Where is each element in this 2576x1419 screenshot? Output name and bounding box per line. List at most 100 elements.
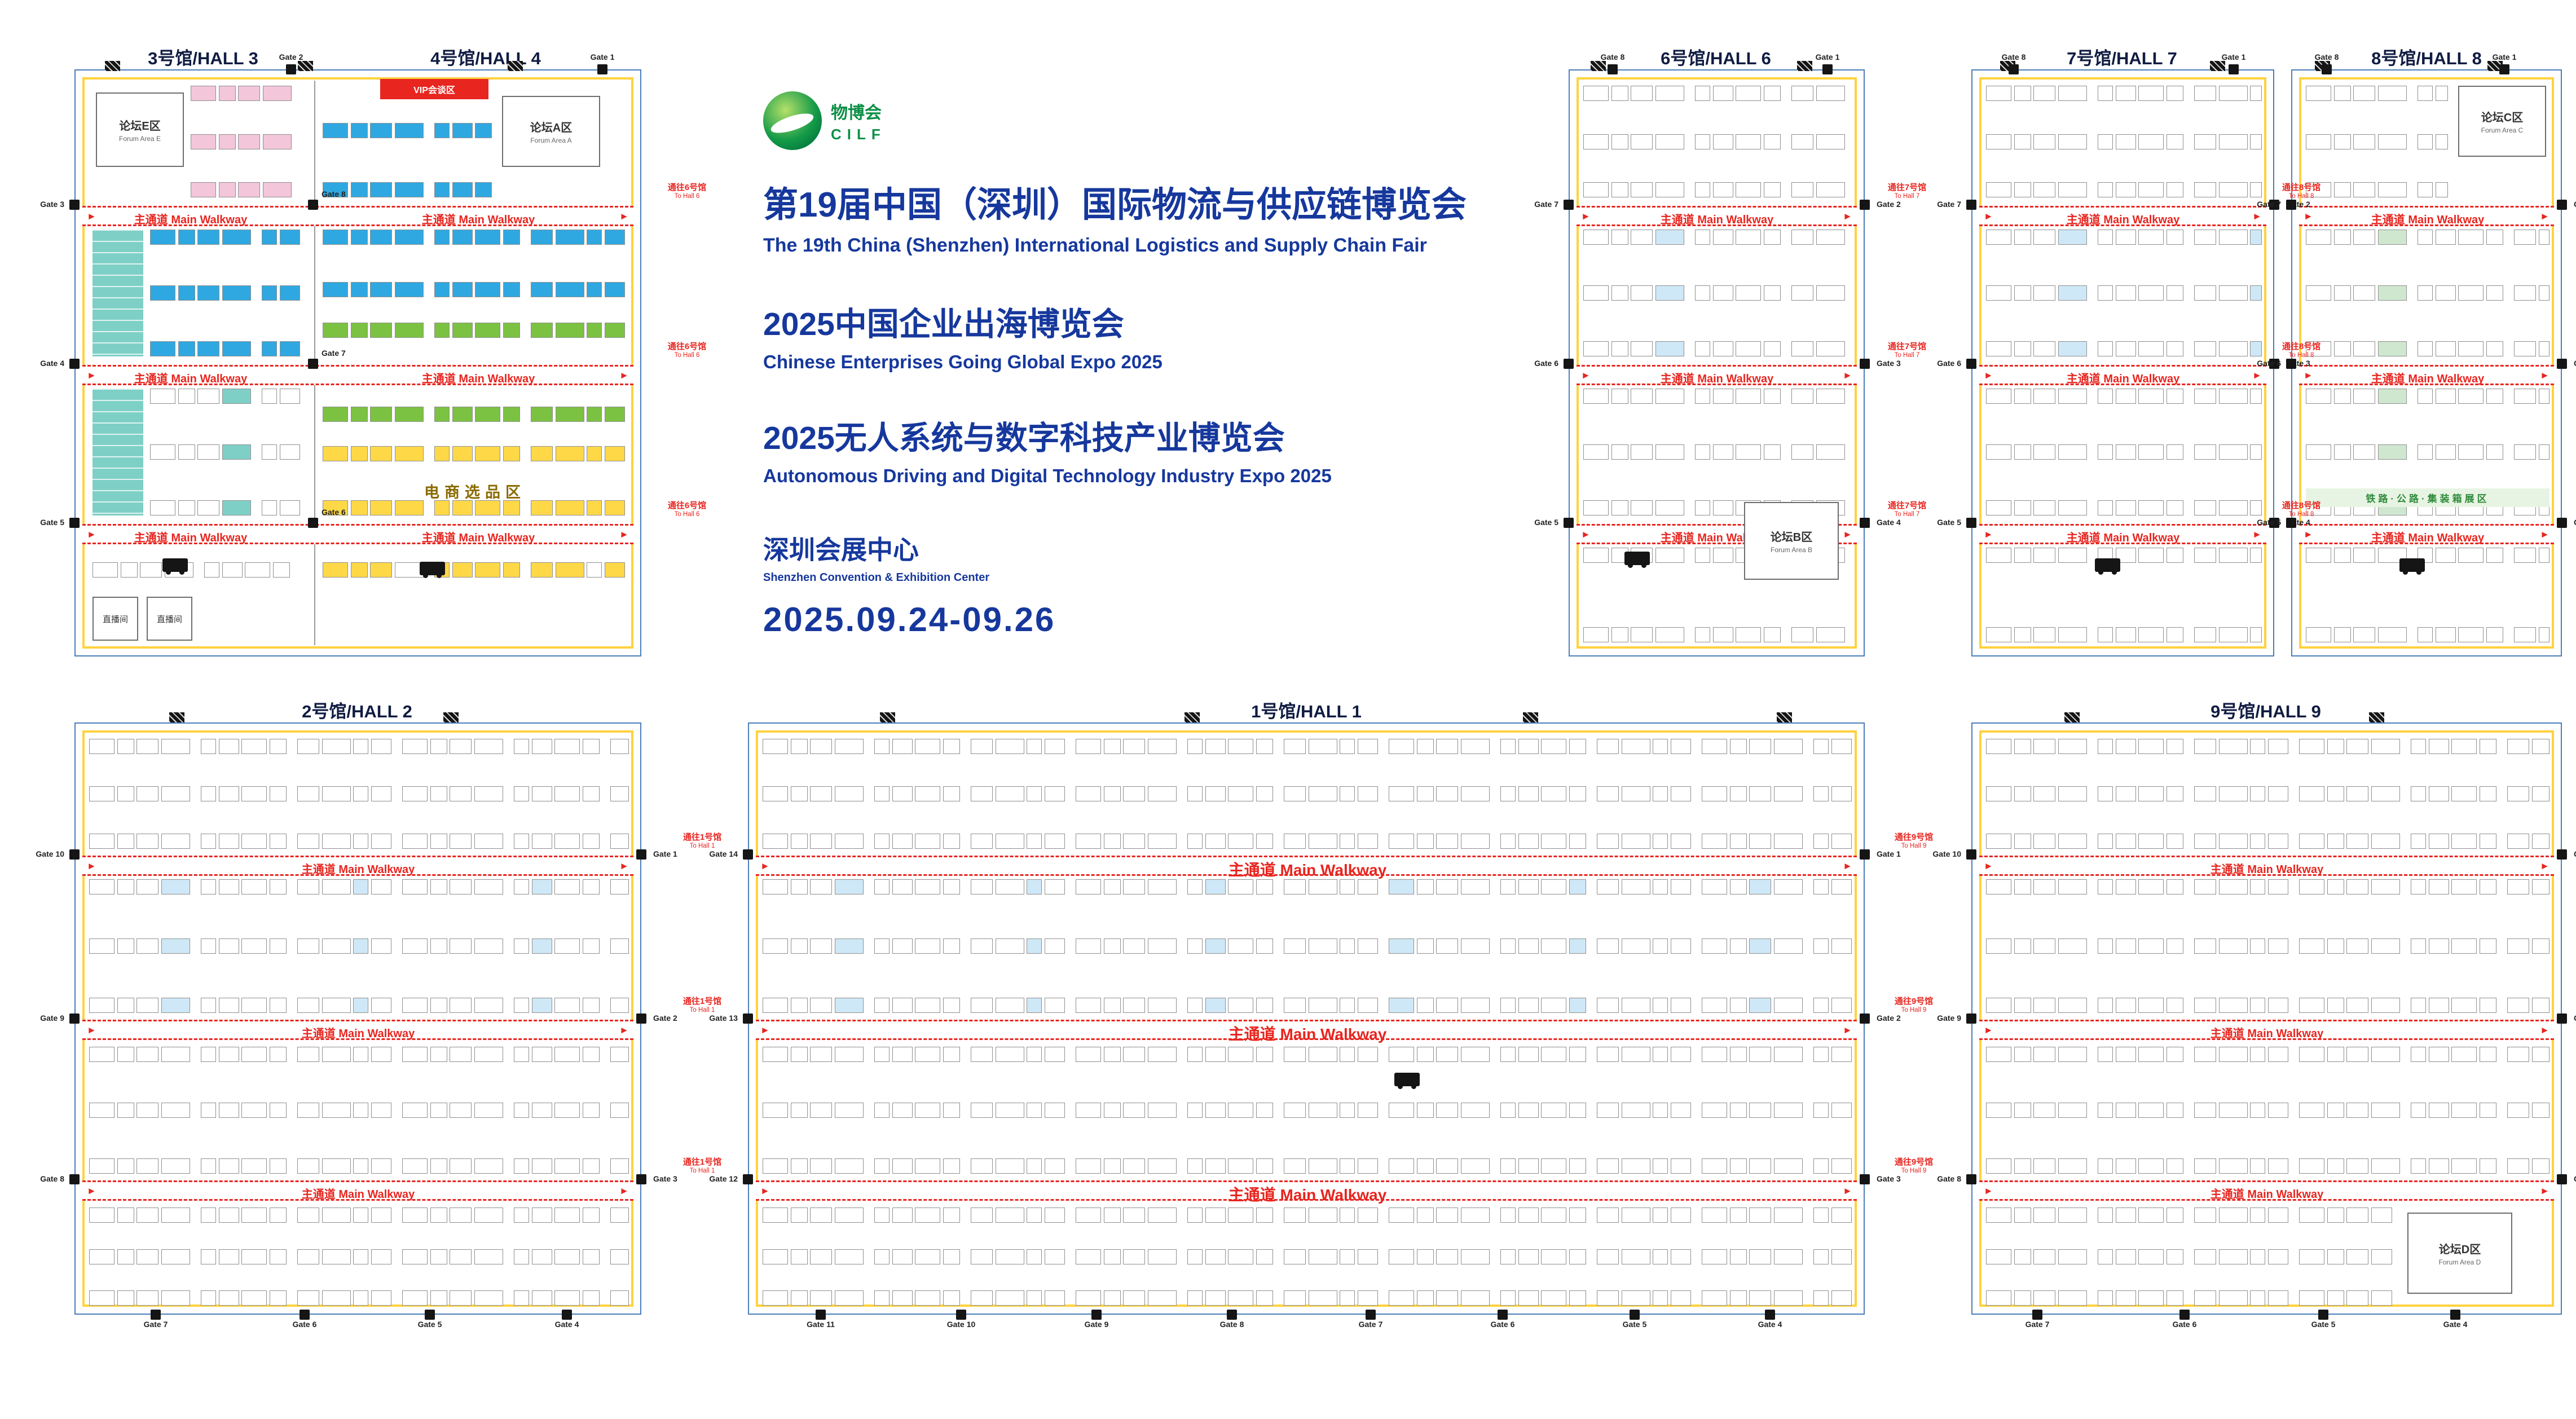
gate-label: Gate 7 <box>1937 200 1961 209</box>
booth <box>1611 230 1628 245</box>
booth <box>1027 786 1042 801</box>
walkway-arrow-icon: ► <box>87 1186 96 1196</box>
booth <box>834 786 864 801</box>
booth <box>555 323 584 338</box>
booth <box>503 446 520 461</box>
gate-label: Gate 1 <box>2574 849 2576 858</box>
booth <box>178 341 195 356</box>
booth <box>2166 134 2183 149</box>
booth <box>1597 1158 1619 1174</box>
booth <box>1256 739 1273 754</box>
booth <box>218 998 239 1013</box>
booth <box>1736 627 1761 642</box>
booth <box>2033 548 2055 563</box>
booth <box>353 1103 368 1118</box>
booth <box>2115 341 2136 356</box>
booth <box>1773 739 1803 754</box>
gate-label: Gate 7 <box>1358 1320 1383 1329</box>
booth <box>402 1290 428 1306</box>
booth <box>1791 182 1813 197</box>
booth <box>1357 786 1378 801</box>
gate-icon <box>562 1310 572 1320</box>
booth <box>201 938 216 954</box>
booth <box>2299 1158 2324 1174</box>
booth <box>1986 86 2011 101</box>
booth <box>531 786 552 801</box>
booth <box>136 1047 158 1062</box>
gate-icon <box>69 359 80 369</box>
booth <box>2166 500 2183 515</box>
booth <box>370 406 392 422</box>
walkway-arrow-icon: ► <box>1843 370 1852 381</box>
booth <box>2299 938 2324 954</box>
booth <box>2353 86 2375 101</box>
booth <box>1256 1047 1273 1062</box>
booth <box>610 998 629 1013</box>
booth <box>2033 86 2055 101</box>
gate-label: Gate 9 <box>1084 1320 1109 1329</box>
booth <box>1986 500 2011 515</box>
booth <box>1621 834 1650 849</box>
booth <box>450 1208 472 1223</box>
booth <box>1357 998 1378 1013</box>
booth <box>2194 134 2216 149</box>
booth <box>514 1208 529 1223</box>
booth <box>1655 627 1684 642</box>
gate-label: Gate 4 <box>2574 518 2576 527</box>
booth <box>610 938 629 954</box>
booth <box>2306 444 2331 460</box>
booth <box>2299 1047 2324 1062</box>
booth <box>218 786 239 801</box>
booth <box>2014 548 2031 563</box>
booth <box>2353 548 2375 563</box>
booth <box>161 834 190 849</box>
booth <box>1791 134 1813 149</box>
gate-label: Gate 9 <box>1937 1013 1961 1023</box>
booth <box>514 998 529 1013</box>
booth <box>1044 739 1065 754</box>
walkway-arrow-icon: ► <box>760 1186 770 1196</box>
booth <box>2267 1208 2288 1223</box>
booth <box>2138 1249 2164 1264</box>
booth <box>834 1208 864 1223</box>
booth <box>2194 879 2216 894</box>
booth <box>1389 1249 1414 1264</box>
booth <box>1416 1158 1434 1174</box>
booth <box>1986 739 2011 754</box>
booth <box>1340 1047 1355 1062</box>
booth <box>2377 134 2407 149</box>
booth <box>370 182 392 197</box>
booth <box>2353 230 2375 245</box>
booth <box>350 182 368 197</box>
booth <box>1228 1103 1253 1118</box>
booth <box>531 998 552 1013</box>
booth <box>2479 786 2496 801</box>
booth <box>201 786 216 801</box>
booth <box>503 323 520 338</box>
booth <box>2014 134 2031 149</box>
booth <box>1205 739 1226 754</box>
booth <box>2451 879 2477 894</box>
booth <box>1340 1103 1355 1118</box>
booth <box>1986 230 2011 245</box>
main-walkway-label: 主通道 Main Walkway <box>1228 861 1387 879</box>
booth <box>297 938 319 954</box>
booth <box>2418 86 2433 101</box>
booth <box>136 1103 158 1118</box>
booth <box>2479 1103 2496 1118</box>
booth <box>1187 938 1203 954</box>
booth <box>1631 134 1653 149</box>
booth <box>450 938 472 954</box>
booth <box>2166 1249 2183 1264</box>
booth <box>353 938 368 954</box>
booth <box>197 444 219 460</box>
booth <box>1228 834 1253 849</box>
booth <box>2451 1158 2477 1174</box>
forklift-icon <box>1624 552 1650 568</box>
gate-label: Gate 10 <box>946 1320 976 1329</box>
booth <box>2250 938 2265 954</box>
booth <box>2166 444 2183 460</box>
booth <box>2218 998 2248 1013</box>
booth <box>1670 879 1691 894</box>
